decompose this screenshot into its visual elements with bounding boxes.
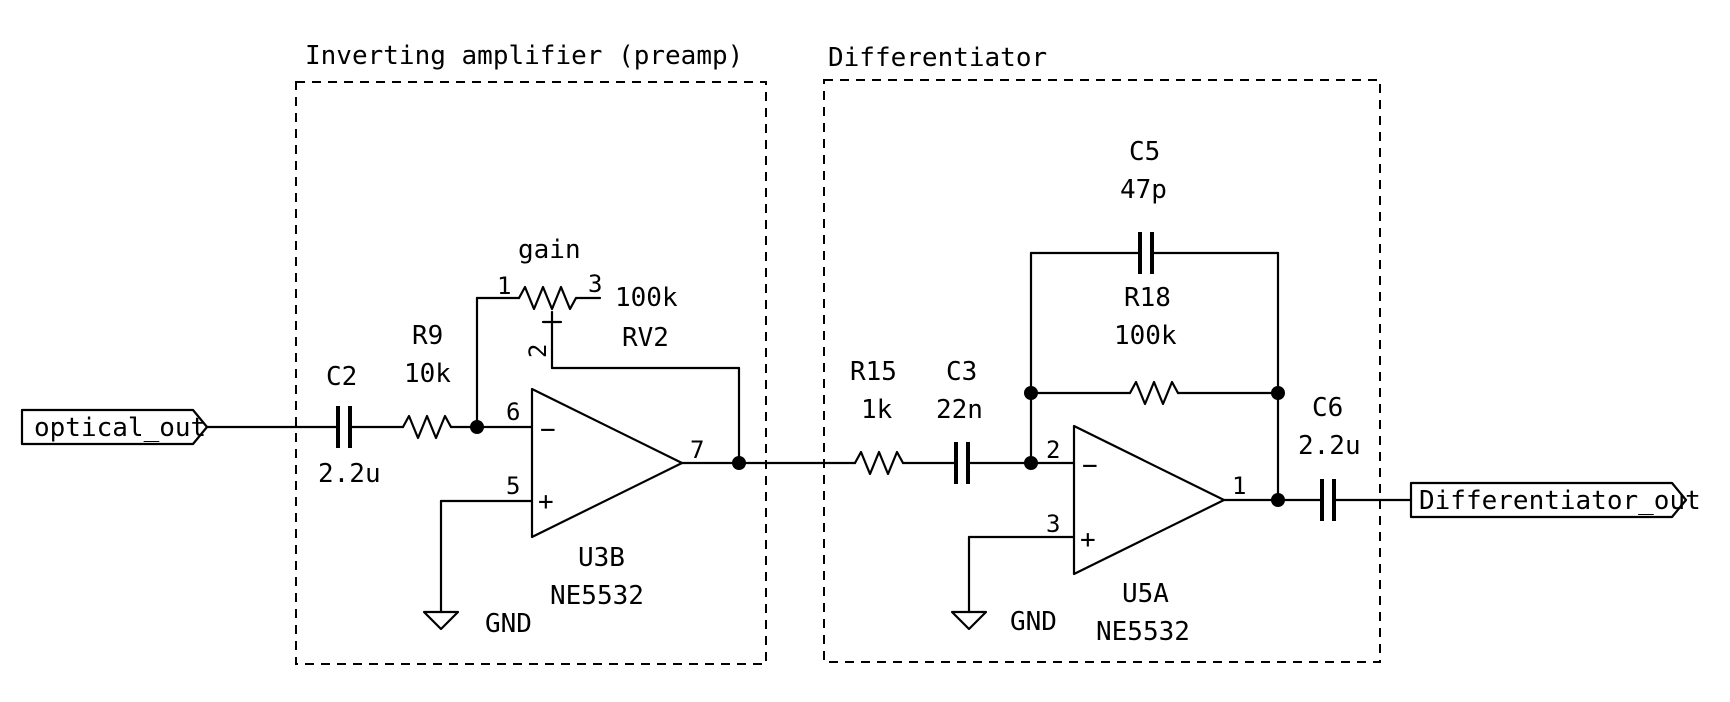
resistor-r9: R9 10k [401, 321, 453, 440]
capacitor-c3: C3 22n [936, 357, 983, 484]
u5a-ref: U5A [1122, 579, 1169, 609]
preamp-block-outline [295, 81, 767, 665]
gnd1-label: GND [485, 609, 532, 639]
junction-dot [732, 456, 746, 470]
c5-value: 47p [1120, 175, 1167, 205]
u3b-value: NE5532 [550, 581, 644, 611]
u3b-pin-7: 7 [690, 436, 704, 464]
opamp-u5a: − + 2 3 1 U5A NE5532 [1046, 424, 1246, 647]
c3-value: 22n [936, 395, 983, 425]
input-port: optical_out [20, 408, 209, 446]
rv2-pin-2: 2 [524, 344, 552, 358]
rv2-pin-3: 3 [588, 270, 602, 298]
gnd2-label: GND [1010, 607, 1057, 637]
opamp-u3b: − + 6 5 7 U3B NE5532 [506, 387, 704, 611]
differentiator-block-outline [823, 79, 1381, 663]
u5a-value: NE5532 [1096, 617, 1190, 647]
gnd-symbol-1: GND [422, 609, 532, 639]
r18-ref: R18 [1124, 283, 1171, 313]
c6-ref: C6 [1312, 393, 1343, 423]
u5a-pin-2: 2 [1046, 436, 1060, 464]
capacitor-c2: C2 2.2u [318, 362, 381, 489]
potentiometer-rv2: gain 100k RV2 1 3 2 [497, 235, 678, 370]
c6-value: 2.2u [1298, 431, 1361, 461]
junction-dot [1024, 386, 1038, 400]
u5a-plus-sign: + [1080, 525, 1096, 555]
r9-ref: R9 [412, 321, 443, 351]
r15-ref: R15 [850, 357, 897, 387]
input-port-label: optical_out [34, 413, 206, 443]
u3b-minus-sign: − [540, 415, 556, 445]
c2-ref: C2 [326, 362, 357, 392]
u5a-minus-sign: − [1082, 451, 1098, 481]
rv2-value: 100k [615, 283, 678, 313]
junction-dot [1271, 493, 1285, 507]
capacitor-c6: C6 2.2u [1298, 393, 1361, 521]
differentiator-block-title: Differentiator [828, 43, 1047, 73]
junction-dot [1271, 386, 1285, 400]
r15-value: 1k [861, 395, 893, 425]
r18-value: 100k [1114, 321, 1177, 351]
rv2-ref: RV2 [622, 323, 669, 353]
resistor-r18: R18 100k [1114, 283, 1180, 406]
c5-ref: C5 [1129, 137, 1160, 167]
u5a-pin-3: 3 [1046, 510, 1060, 538]
u3b-plus-sign: + [538, 487, 554, 517]
preamp-block-title: Inverting amplifier (preamp) [305, 41, 743, 71]
capacitor-c5: C5 47p [1120, 137, 1167, 274]
u3b-pin-5: 5 [506, 472, 520, 500]
output-port: Differentiator_out [1409, 481, 1701, 519]
u5a-pin-1: 1 [1232, 472, 1246, 500]
rv2-pin-1: 1 [497, 272, 511, 300]
c3-ref: C3 [946, 357, 977, 387]
rv2-label: gain [518, 235, 581, 265]
resistor-r15: R15 1k [850, 357, 905, 476]
u3b-ref: U3B [578, 543, 625, 573]
u3b-pin-6: 6 [506, 398, 520, 426]
r9-value: 10k [404, 359, 451, 389]
c2-value: 2.2u [318, 459, 381, 489]
gnd-symbol-2: GND [950, 607, 1057, 637]
output-port-label: Differentiator_out [1419, 486, 1701, 516]
